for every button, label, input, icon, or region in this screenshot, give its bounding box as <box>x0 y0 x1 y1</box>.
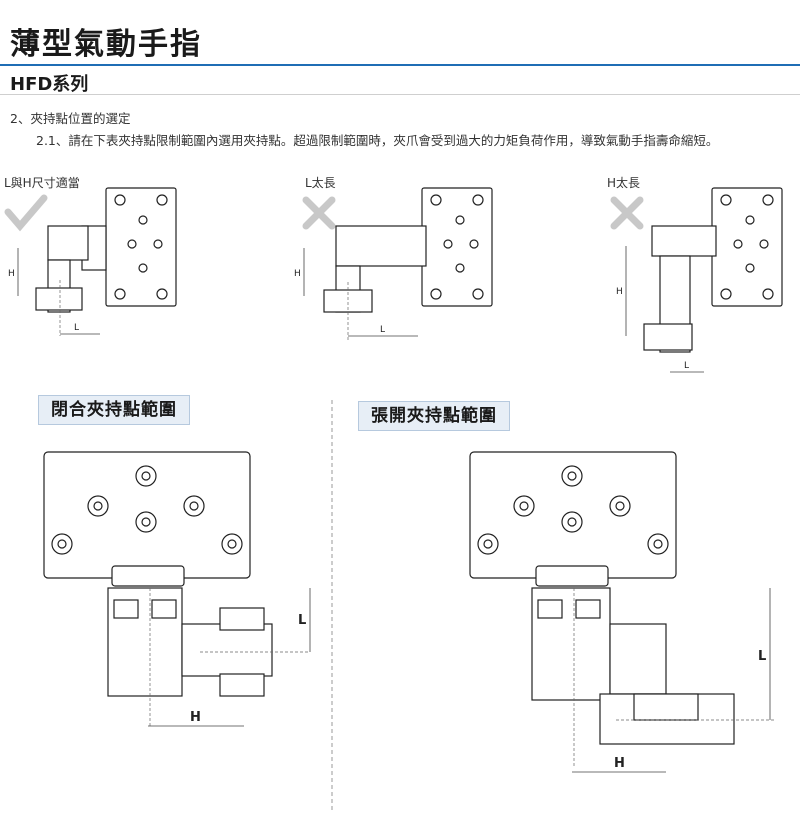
case-diagram-h-too-long: H L <box>610 187 783 373</box>
closed-range-title: 閉合夾持點範圍 <box>38 395 190 425</box>
closed-range-diagram: L H <box>43 451 311 728</box>
section-divider <box>331 400 333 810</box>
case-label-l-too-long: L太長 <box>305 176 336 190</box>
svg-text:L: L <box>298 613 306 628</box>
series-heading: HFD系列 <box>10 74 89 95</box>
svg-text:L: L <box>74 323 79 333</box>
svg-text:H: H <box>614 756 625 771</box>
title-rule <box>0 64 800 66</box>
case-label-ok: L與H尺寸適當 <box>4 176 80 190</box>
case-label-h-too-long: H太長 <box>607 176 641 190</box>
svg-text:L: L <box>380 325 385 335</box>
check-icon <box>4 194 48 232</box>
svg-text:L: L <box>684 361 689 371</box>
svg-text:H: H <box>190 710 201 725</box>
case-diagram-l-too-long: H L <box>294 187 493 342</box>
page-title: 薄型氣動手指 <box>10 27 202 62</box>
svg-text:H: H <box>8 269 15 279</box>
section-instruction: 2.1、請在下表夾持點限制範圍內選用夾持點。超過限制範圍時，夾爪會受到過大的力矩… <box>36 133 719 148</box>
case-diagram-ok: H L <box>4 187 177 336</box>
svg-text:H: H <box>294 269 301 279</box>
open-range-diagram: L H <box>469 451 776 773</box>
svg-text:L: L <box>758 649 766 664</box>
cross-icon <box>302 196 336 230</box>
section-heading: 2、夾持點位置的選定 <box>10 111 131 126</box>
svg-text:H: H <box>616 287 623 297</box>
cross-icon <box>610 196 644 230</box>
open-range-title: 張開夾持點範圍 <box>358 401 510 431</box>
series-rule <box>0 94 800 95</box>
